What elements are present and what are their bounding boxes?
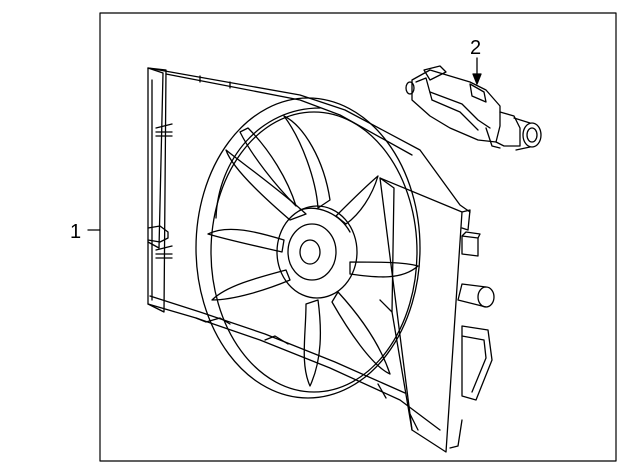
leader-arrow-2	[472, 57, 482, 85]
callout-number-1: 1	[70, 221, 82, 243]
diagram-frame	[99, 12, 617, 462]
fan-hub-ring	[287, 223, 337, 281]
fan-ring-outer	[195, 97, 421, 399]
shroud-left-wall	[147, 67, 167, 313]
shroud-right-wall	[379, 177, 463, 453]
fan-blades	[207, 115, 419, 387]
shroud-motor-plug	[457, 283, 495, 308]
shroud-top-flange	[147, 67, 471, 213]
fan-ring-inner	[210, 111, 418, 393]
fan-hub-outer	[276, 205, 358, 299]
resistor-plug-end	[522, 122, 542, 148]
fan-resistor-module	[405, 65, 542, 151]
shroud-connector-top	[461, 231, 481, 257]
shroud-bottom-flange	[147, 303, 441, 431]
fan-shroud-assembly	[147, 67, 495, 453]
shroud-left-clips	[147, 123, 173, 259]
shroud-lower-mount	[461, 325, 493, 401]
fan-hub-center	[299, 239, 321, 265]
callout-number-2: 2	[470, 37, 482, 59]
